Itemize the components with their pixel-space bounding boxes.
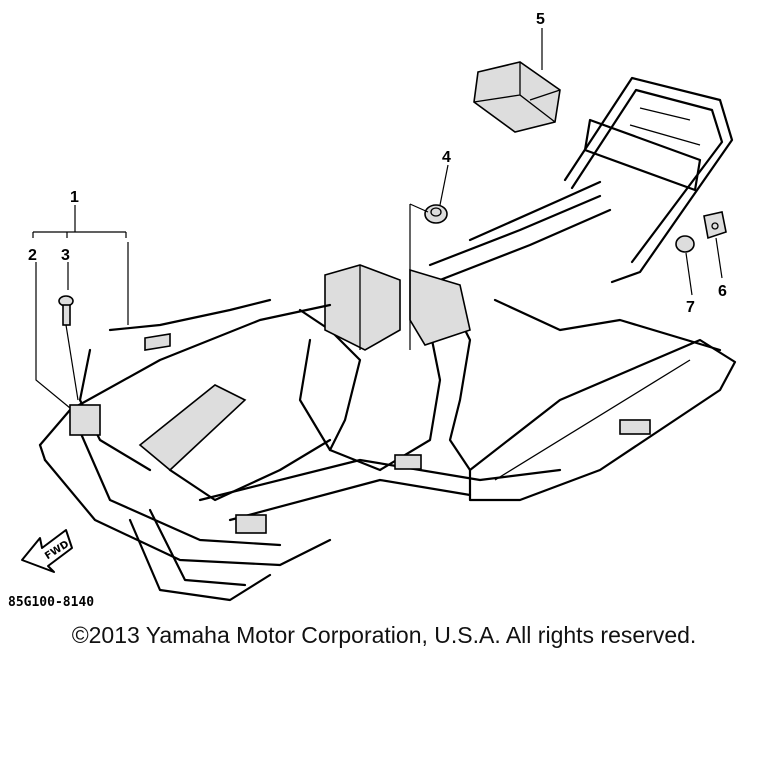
callout-3: 3 bbox=[61, 247, 70, 264]
frame-illustration bbox=[38, 76, 737, 602]
forward-arrow-icon: FWD bbox=[21, 529, 73, 573]
leader-lines bbox=[32, 28, 723, 409]
callout-1: 1 bbox=[70, 189, 79, 206]
part-5-pad bbox=[473, 61, 561, 133]
part-6-bracket bbox=[703, 211, 727, 240]
part-7-nut bbox=[675, 235, 695, 253]
callout-2: 2 bbox=[28, 247, 37, 264]
callout-6: 6 bbox=[718, 283, 727, 300]
part-3-bolt bbox=[58, 295, 74, 326]
diagram-code: 85G100-8140 bbox=[8, 595, 94, 610]
part-4-bushing bbox=[424, 204, 448, 224]
callout-7: 7 bbox=[686, 299, 695, 316]
callout-5: 5 bbox=[536, 11, 545, 28]
callout-4: 4 bbox=[442, 149, 451, 166]
copyright-notice: ©2013 Yamaha Motor Corporation, U.S.A. A… bbox=[71, 622, 697, 648]
frame-parts-diagram: 1 2 3 4 5 6 7 FWD 85G100-8140 bbox=[8, 11, 737, 610]
